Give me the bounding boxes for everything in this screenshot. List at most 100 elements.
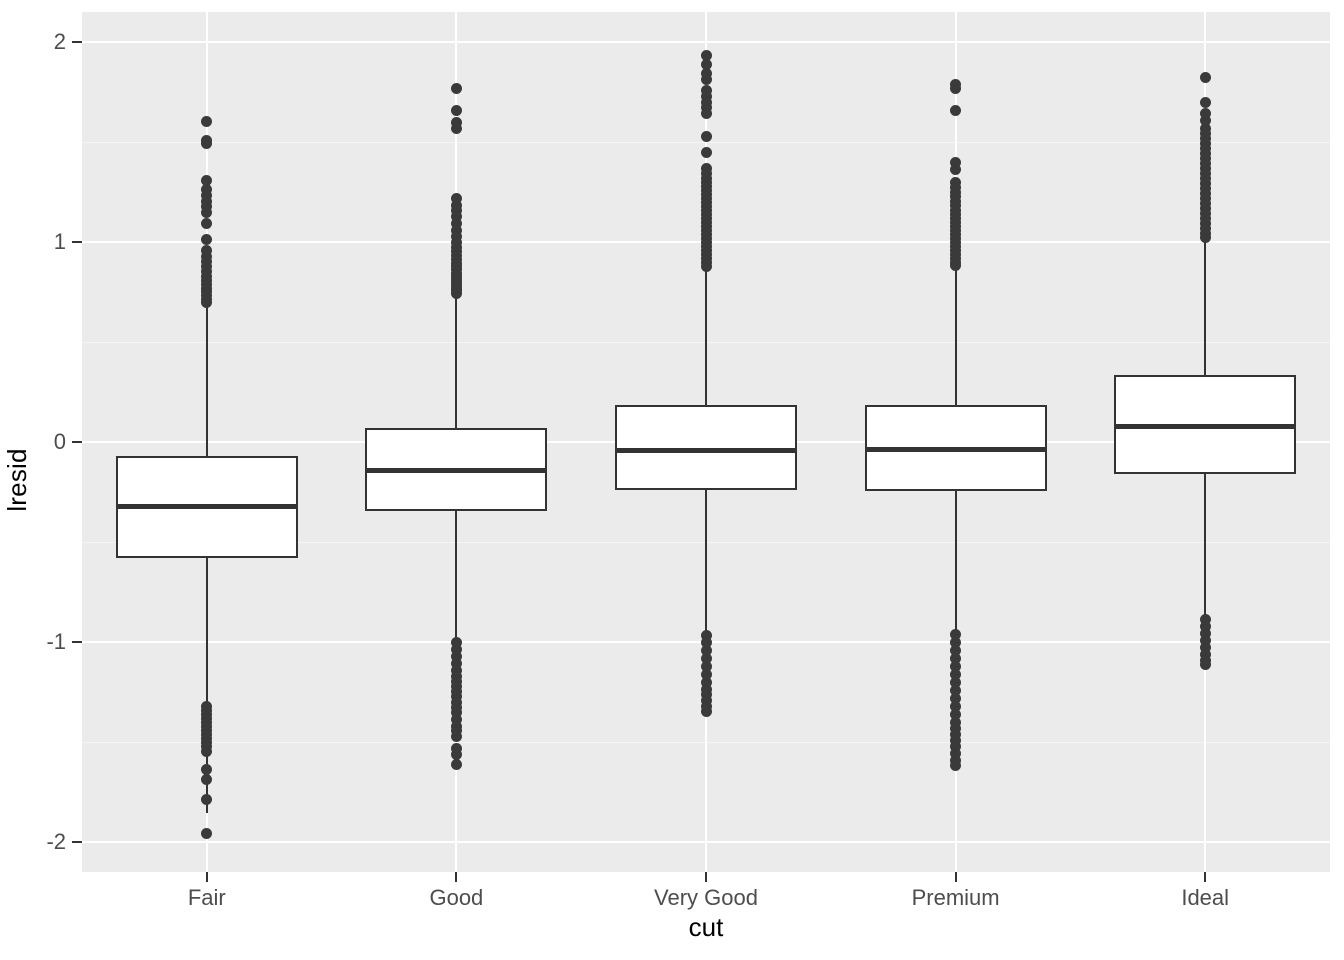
outlier-point [950, 82, 962, 94]
outlier-point [450, 192, 462, 204]
outlier-point [700, 67, 712, 79]
median-line [115, 503, 298, 509]
y-axis-tick-label: 1 [53, 229, 66, 254]
median-line [615, 447, 797, 453]
boxplot-group-very-good [82, 12, 1330, 872]
outlier-point [1199, 71, 1211, 83]
outlier-point [700, 694, 712, 706]
outlier-point [1199, 658, 1211, 670]
outlier-point [201, 233, 213, 245]
outlier-point [450, 730, 462, 742]
outlier-point [700, 130, 712, 142]
x-axis-tick-label-good: Good [429, 885, 484, 910]
outlier-point [700, 629, 712, 641]
outlier-point [450, 82, 462, 94]
outlier-point [700, 652, 712, 664]
outlier-point [201, 189, 213, 201]
y-axis-tick-label: 2 [53, 29, 66, 54]
outlier-point [1199, 648, 1211, 660]
outlier-point [950, 644, 962, 656]
boxplot-group-ideal [82, 12, 1330, 872]
outlier-point [201, 745, 213, 757]
y-axis-tick-mark [72, 241, 82, 243]
outlier-point [700, 636, 712, 648]
outlier-point [950, 668, 962, 680]
outlier-point [950, 163, 962, 175]
outlier-point [1199, 641, 1211, 653]
median-line [1114, 423, 1297, 429]
outlier-point [450, 210, 462, 222]
outlier-point [450, 287, 462, 299]
outlier-point [201, 200, 213, 212]
y-axis-tick-label: -1 [46, 629, 66, 654]
outlier-point [201, 244, 213, 256]
y-axis-tick-mark [72, 441, 82, 443]
whisker-lower [455, 511, 458, 693]
x-axis-tick-label-premium: Premium [911, 885, 1000, 910]
outlier-point [201, 183, 213, 195]
outlier-point [700, 660, 712, 672]
outlier-point [950, 684, 962, 696]
outlier-point [1199, 634, 1211, 646]
outlier-point [450, 664, 462, 676]
outlier-point [450, 116, 462, 128]
outlier-point [950, 104, 962, 116]
x-axis-tick-mark [954, 872, 957, 882]
outlier-point [201, 174, 213, 186]
outlier-point [700, 84, 712, 96]
outlier-point [450, 690, 462, 702]
outlier-point [950, 722, 962, 734]
outlier-point [700, 644, 712, 656]
outlier-point [450, 230, 462, 242]
x-axis-tick-label-fair: Fair [187, 885, 226, 910]
outlier-point [450, 204, 462, 216]
outlier-point [950, 676, 962, 688]
outlier-point [700, 688, 712, 700]
outlier-point [450, 224, 462, 236]
boxplot-group-fair [82, 12, 1330, 872]
whisker-upper [954, 267, 957, 405]
outlier-point [1199, 627, 1211, 639]
plot-panel [82, 12, 1330, 872]
outlier-point [700, 705, 712, 717]
whisker-upper [205, 306, 208, 456]
outlier-point [450, 650, 462, 662]
outlier-point [201, 137, 213, 149]
whisker-upper [455, 294, 458, 428]
x-axis-tick-label-ideal: Ideal [1181, 885, 1230, 910]
outlier-point [450, 748, 462, 760]
outlier-point [700, 668, 712, 680]
outlier-point [950, 652, 962, 664]
outlier-point [700, 260, 712, 272]
outlier-point [201, 206, 213, 218]
outlier-point [450, 742, 462, 754]
outlier-point [950, 747, 962, 759]
outlier-point [1199, 96, 1211, 108]
y-axis-tick-mark [72, 841, 82, 843]
outlier-point [450, 724, 462, 736]
outlier-point [201, 217, 213, 229]
whisker-lower [1204, 474, 1207, 616]
outlier-point [950, 708, 962, 720]
outlier-point [950, 660, 962, 672]
x-axis-tick-mark [455, 872, 458, 882]
x-axis-tick-mark [705, 872, 707, 882]
outlier-point [450, 104, 462, 116]
y-axis-tick-mark [72, 641, 82, 643]
x-axis-title: cut [688, 912, 724, 942]
whisker-lower [954, 491, 957, 631]
outlier-point [950, 628, 962, 640]
outlier-point [950, 759, 962, 771]
outlier-point [1199, 620, 1211, 632]
outlier-point [950, 740, 962, 752]
outlier-point [700, 58, 712, 70]
outlier-point [1199, 114, 1211, 126]
outlier-point [700, 146, 712, 158]
outlier-point [700, 49, 712, 61]
outlier-point [450, 706, 462, 718]
outlier-point [201, 773, 213, 785]
outlier-point [700, 676, 712, 688]
outlier-point [450, 122, 462, 134]
outlier-point [450, 217, 462, 229]
